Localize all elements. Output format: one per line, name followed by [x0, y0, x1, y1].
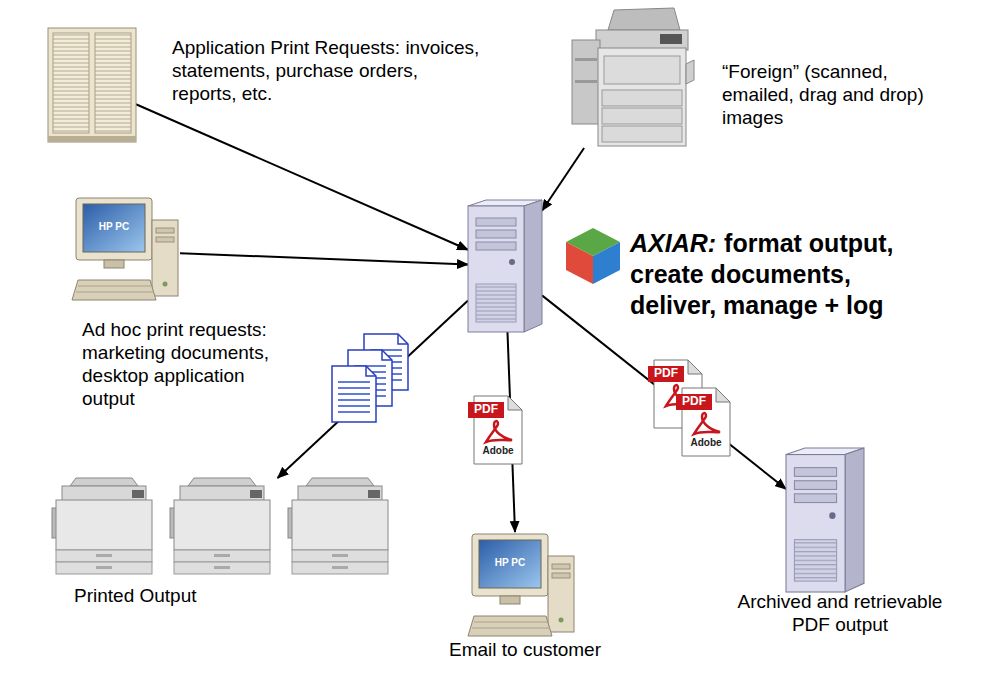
flow-arrow [542, 295, 786, 489]
node-caption: Application Print Requests: invoices, st… [172, 36, 482, 105]
caption-block: “Foreign” (scanned, emailed, drag and dr… [722, 60, 962, 129]
product-name: AXIAR: [630, 229, 716, 257]
node-caption: Archived and retrievable PDF output [720, 590, 960, 636]
email-pc-node: Email to customer [468, 532, 566, 638]
node-caption: Printed Output [74, 584, 274, 607]
caption-block: Printed Output [74, 584, 274, 607]
mainframe-node: Application Print Requests: invoices, st… [48, 28, 136, 142]
node-caption: “Foreign” (scanned, emailed, drag and dr… [722, 60, 962, 129]
flow-arrow [542, 148, 584, 211]
desktop-pc-node: Ad hoc print requests: marketing documen… [72, 196, 180, 306]
pdf-badge: PDF [676, 395, 712, 407]
adobe-mark: Adobe [474, 446, 522, 456]
adobe-mark: Adobe [682, 438, 730, 448]
pdf-badge: PDF [648, 367, 684, 379]
caption-block: Ad hoc print requests: marketing documen… [82, 318, 297, 410]
screen-brand: HP PC [484, 558, 536, 568]
caption-block: AXIAR:format output, create documents, d… [630, 228, 930, 321]
caption-block: Application Print Requests: invoices, st… [172, 36, 482, 105]
caption-block: Archived and retrievable PDF output [720, 590, 960, 636]
flow-arrow [136, 104, 468, 250]
node-caption: Ad hoc print requests: marketing documen… [82, 318, 297, 410]
axiar-server-node: AXIAR:format output, create documents, d… [468, 200, 542, 332]
pdf-badge: PDF [468, 403, 504, 415]
copier-node: “Foreign” (scanned, emailed, drag and dr… [572, 2, 694, 148]
flow-arrow [180, 253, 468, 264]
flow-arrow [278, 300, 468, 478]
node-caption: Email to customer [420, 638, 630, 661]
caption-block: Email to customer [420, 638, 630, 661]
screen-brand: HP PC [88, 222, 140, 232]
printers-node: Printed Output [52, 478, 398, 576]
archive-server-node: Archived and retrievable PDF output [786, 448, 864, 592]
